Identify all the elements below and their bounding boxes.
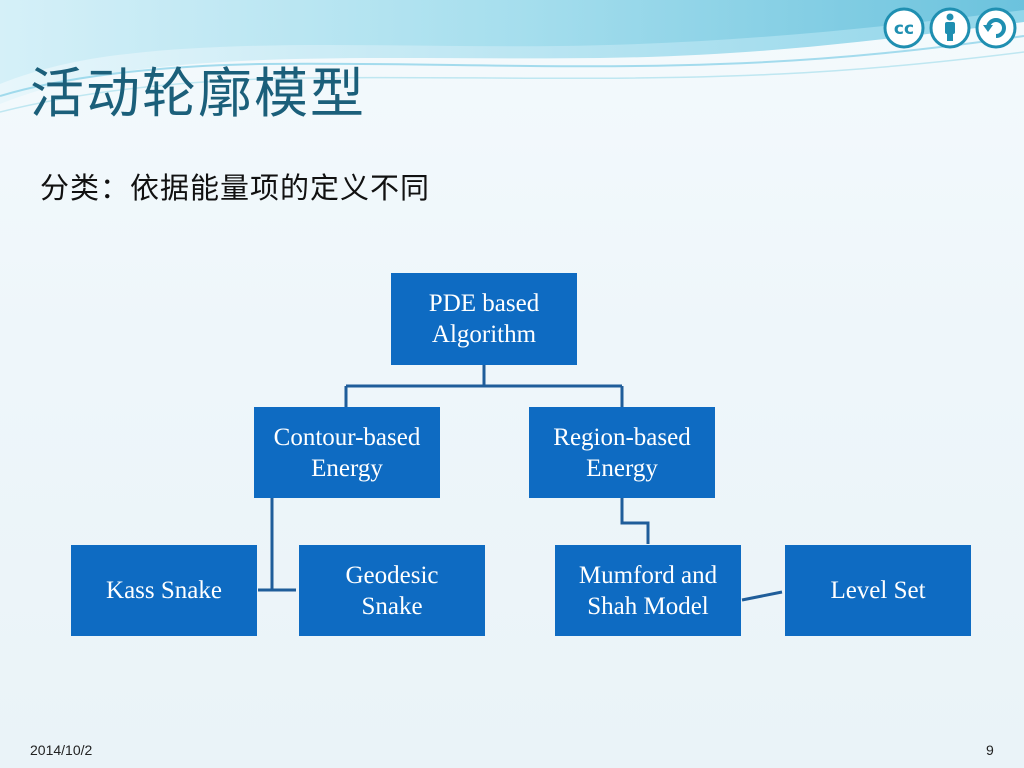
attribution-icon	[929, 7, 971, 49]
node-mumford-shah-model: Mumford and Shah Model	[555, 545, 741, 636]
share-alike-icon	[975, 7, 1017, 49]
page-number: 9	[986, 742, 994, 758]
cc-icon: cc	[883, 7, 925, 49]
header-wave-decoration	[0, 0, 1024, 113]
slide-subtitle: 分类：依据能量项的定义不同	[40, 171, 431, 205]
footer-date: 2014/10/2	[30, 742, 93, 758]
region-leaf-connector	[620, 498, 650, 544]
node-level-set: Level Set	[785, 545, 971, 636]
contour-leaf-connector	[258, 498, 296, 592]
cc-icon-text: cc	[894, 19, 914, 39]
node-contour-based-energy: Contour-based Energy	[254, 407, 440, 498]
node-pde-based-algorithm: PDE based Algorithm	[391, 273, 577, 365]
mumford-levelset-connector	[741, 590, 783, 602]
slide-title: 活动轮廓模型	[30, 62, 366, 125]
node-geodesic-snake: Geodesic Snake	[299, 545, 485, 636]
node-kass-snake: Kass Snake	[71, 545, 257, 636]
node-region-based-energy: Region-based Energy	[529, 407, 715, 498]
root-branch-connector	[344, 365, 624, 407]
license-badge: cc	[883, 7, 1017, 49]
